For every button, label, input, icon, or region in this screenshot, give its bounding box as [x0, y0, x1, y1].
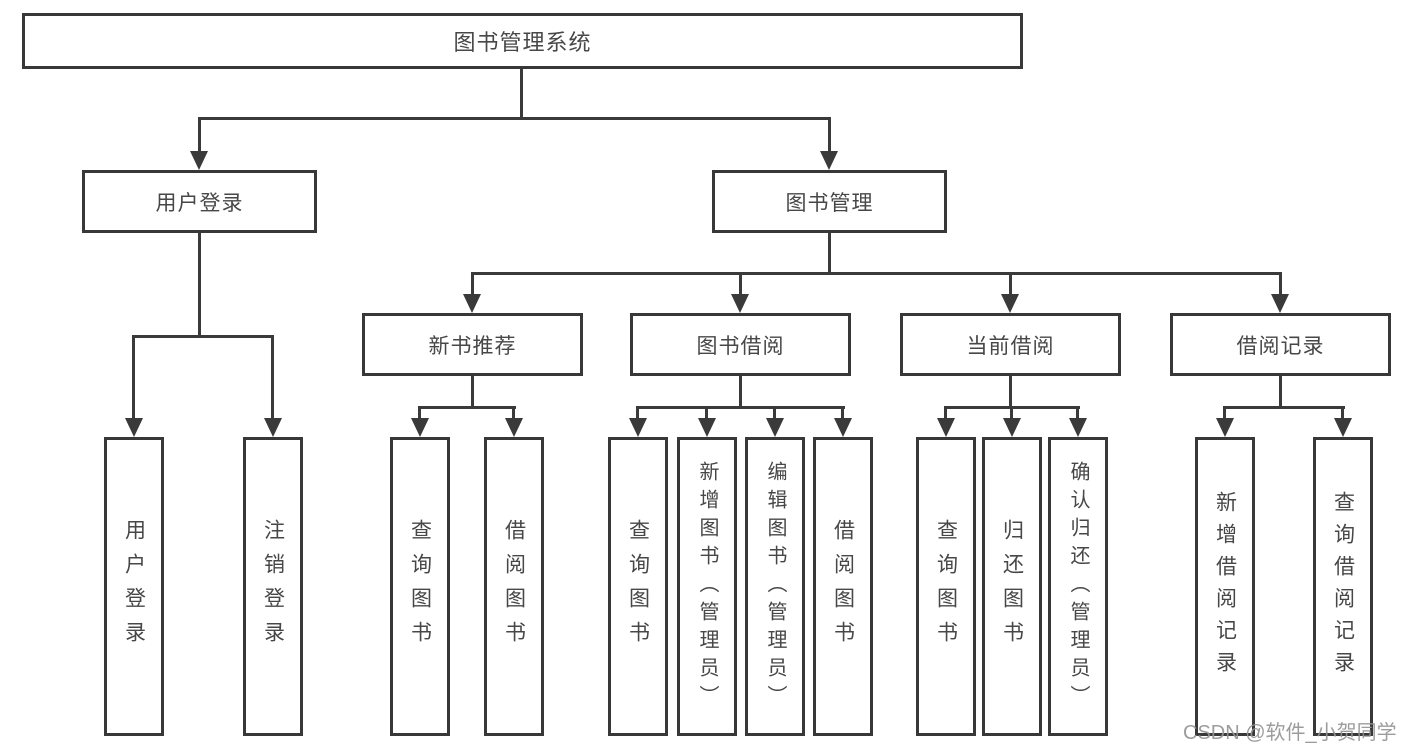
- leaf-label: 新增借阅记录: [1213, 490, 1237, 683]
- arrow-down-icon: [125, 418, 143, 437]
- node-label: 图书借阅: [696, 334, 785, 358]
- arrow-down-icon: [411, 418, 429, 437]
- connector-line: [471, 376, 474, 409]
- connector-line: [705, 406, 708, 420]
- leaf-borrow-books-recommend: 借阅图书: [484, 437, 544, 736]
- connector-line: [198, 233, 201, 337]
- leaf-logout: 注销登录: [243, 437, 303, 736]
- leaf-user-login: 用户登录: [104, 437, 164, 736]
- connector-line: [1223, 406, 1226, 420]
- arrow-down-icon: [629, 418, 647, 437]
- arrow-down-icon: [1334, 418, 1352, 437]
- arrow-down-icon: [1069, 418, 1087, 437]
- arrow-down-icon: [937, 418, 955, 437]
- leaf-label: 查询图书: [934, 518, 958, 655]
- connector-line: [636, 406, 639, 420]
- node-label: 图书管理系统: [453, 30, 592, 55]
- leaf-add-books-admin: 新增图书（管理员）: [677, 437, 737, 736]
- node-borrowing-records: 借阅记录: [1170, 313, 1391, 376]
- connector-line: [828, 233, 831, 275]
- leaf-label: 查询图书: [626, 518, 650, 655]
- arrow-down-icon: [463, 294, 481, 313]
- node-new-book-recommendation: 新书推荐: [362, 313, 583, 376]
- csdn-watermark: CSDN @软件_小贺同学: [1183, 722, 1397, 744]
- node-label: 借阅记录: [1236, 334, 1325, 358]
- connector-line: [1009, 272, 1012, 296]
- node-book-management: 图书管理: [712, 170, 947, 233]
- leaf-label: 归还图书: [1000, 518, 1024, 655]
- connector-line: [1279, 272, 1282, 296]
- arrow-down-icon: [1216, 418, 1234, 437]
- leaf-label: 借阅图书: [502, 518, 526, 655]
- leaf-label: 编辑图书（管理员）: [764, 460, 786, 713]
- arrow-down-icon: [731, 294, 749, 313]
- connector-line: [512, 406, 515, 420]
- leaf-label: 借阅图书: [831, 518, 855, 655]
- connector-line: [198, 117, 831, 120]
- connector-line: [1009, 376, 1012, 409]
- leaf-query-books-recommend: 查询图书: [390, 437, 450, 736]
- arrow-down-icon: [1003, 418, 1021, 437]
- connector-line: [132, 335, 274, 338]
- node-user-login: 用户登录: [82, 170, 317, 233]
- leaf-confirm-return-admin: 确认归还（管理员）: [1048, 437, 1108, 736]
- leaf-label: 查询图书: [408, 518, 432, 655]
- leaf-query-books-borrowing: 查询图书: [608, 437, 668, 736]
- arrow-down-icon: [505, 418, 523, 437]
- node-label: 用户登录: [155, 191, 244, 215]
- node-book-borrowing: 图书借阅: [630, 313, 851, 376]
- connector-line: [471, 272, 474, 296]
- connector-line: [944, 406, 947, 420]
- arrow-down-icon: [820, 151, 838, 170]
- leaf-label: 确认归还（管理员）: [1067, 460, 1089, 713]
- arrow-down-icon: [190, 151, 208, 170]
- arrow-down-icon: [264, 418, 282, 437]
- connector-line: [636, 406, 845, 409]
- arrow-down-icon: [1001, 294, 1019, 313]
- leaf-label: 注销登录: [261, 518, 285, 655]
- connector-line: [739, 376, 742, 409]
- connector-line: [1223, 406, 1345, 409]
- leaf-add-borrow-record: 新增借阅记录: [1195, 437, 1255, 736]
- leaf-borrow-books-borrowing: 借阅图书: [813, 437, 873, 736]
- arrow-down-icon: [1271, 294, 1289, 313]
- connector-line: [271, 335, 274, 420]
- connector-line: [471, 272, 1282, 275]
- connector-line: [828, 117, 831, 153]
- connector-line: [1341, 406, 1344, 420]
- node-current-borrowing: 当前借阅: [900, 313, 1121, 376]
- leaf-label: 用户登录: [122, 518, 146, 655]
- connector-line: [739, 272, 742, 296]
- connector-line: [520, 69, 523, 117]
- connector-line: [773, 406, 776, 420]
- connector-line: [418, 406, 421, 420]
- connector-line: [1010, 406, 1013, 420]
- connector-line: [1279, 376, 1282, 409]
- leaf-query-books-current: 查询图书: [916, 437, 976, 736]
- node-root-library-management-system: 图书管理系统: [22, 13, 1023, 69]
- arrow-down-icon: [834, 418, 852, 437]
- arrow-down-icon: [766, 418, 784, 437]
- leaf-edit-books-admin: 编辑图书（管理员）: [745, 437, 805, 736]
- node-label: 图书管理: [785, 191, 874, 215]
- node-label: 新书推荐: [428, 334, 517, 358]
- leaf-return-books: 归还图书: [982, 437, 1042, 736]
- arrow-down-icon: [698, 418, 716, 437]
- connector-line: [841, 406, 844, 420]
- connector-line: [132, 335, 135, 420]
- connector-line: [198, 117, 201, 153]
- connector-line: [418, 406, 516, 409]
- leaf-label: 查询借阅记录: [1331, 490, 1355, 683]
- connector-line: [1076, 406, 1079, 420]
- leaf-label: 新增图书（管理员）: [696, 460, 718, 713]
- node-label: 当前借阅: [966, 334, 1055, 358]
- leaf-query-borrow-record: 查询借阅记录: [1313, 437, 1373, 736]
